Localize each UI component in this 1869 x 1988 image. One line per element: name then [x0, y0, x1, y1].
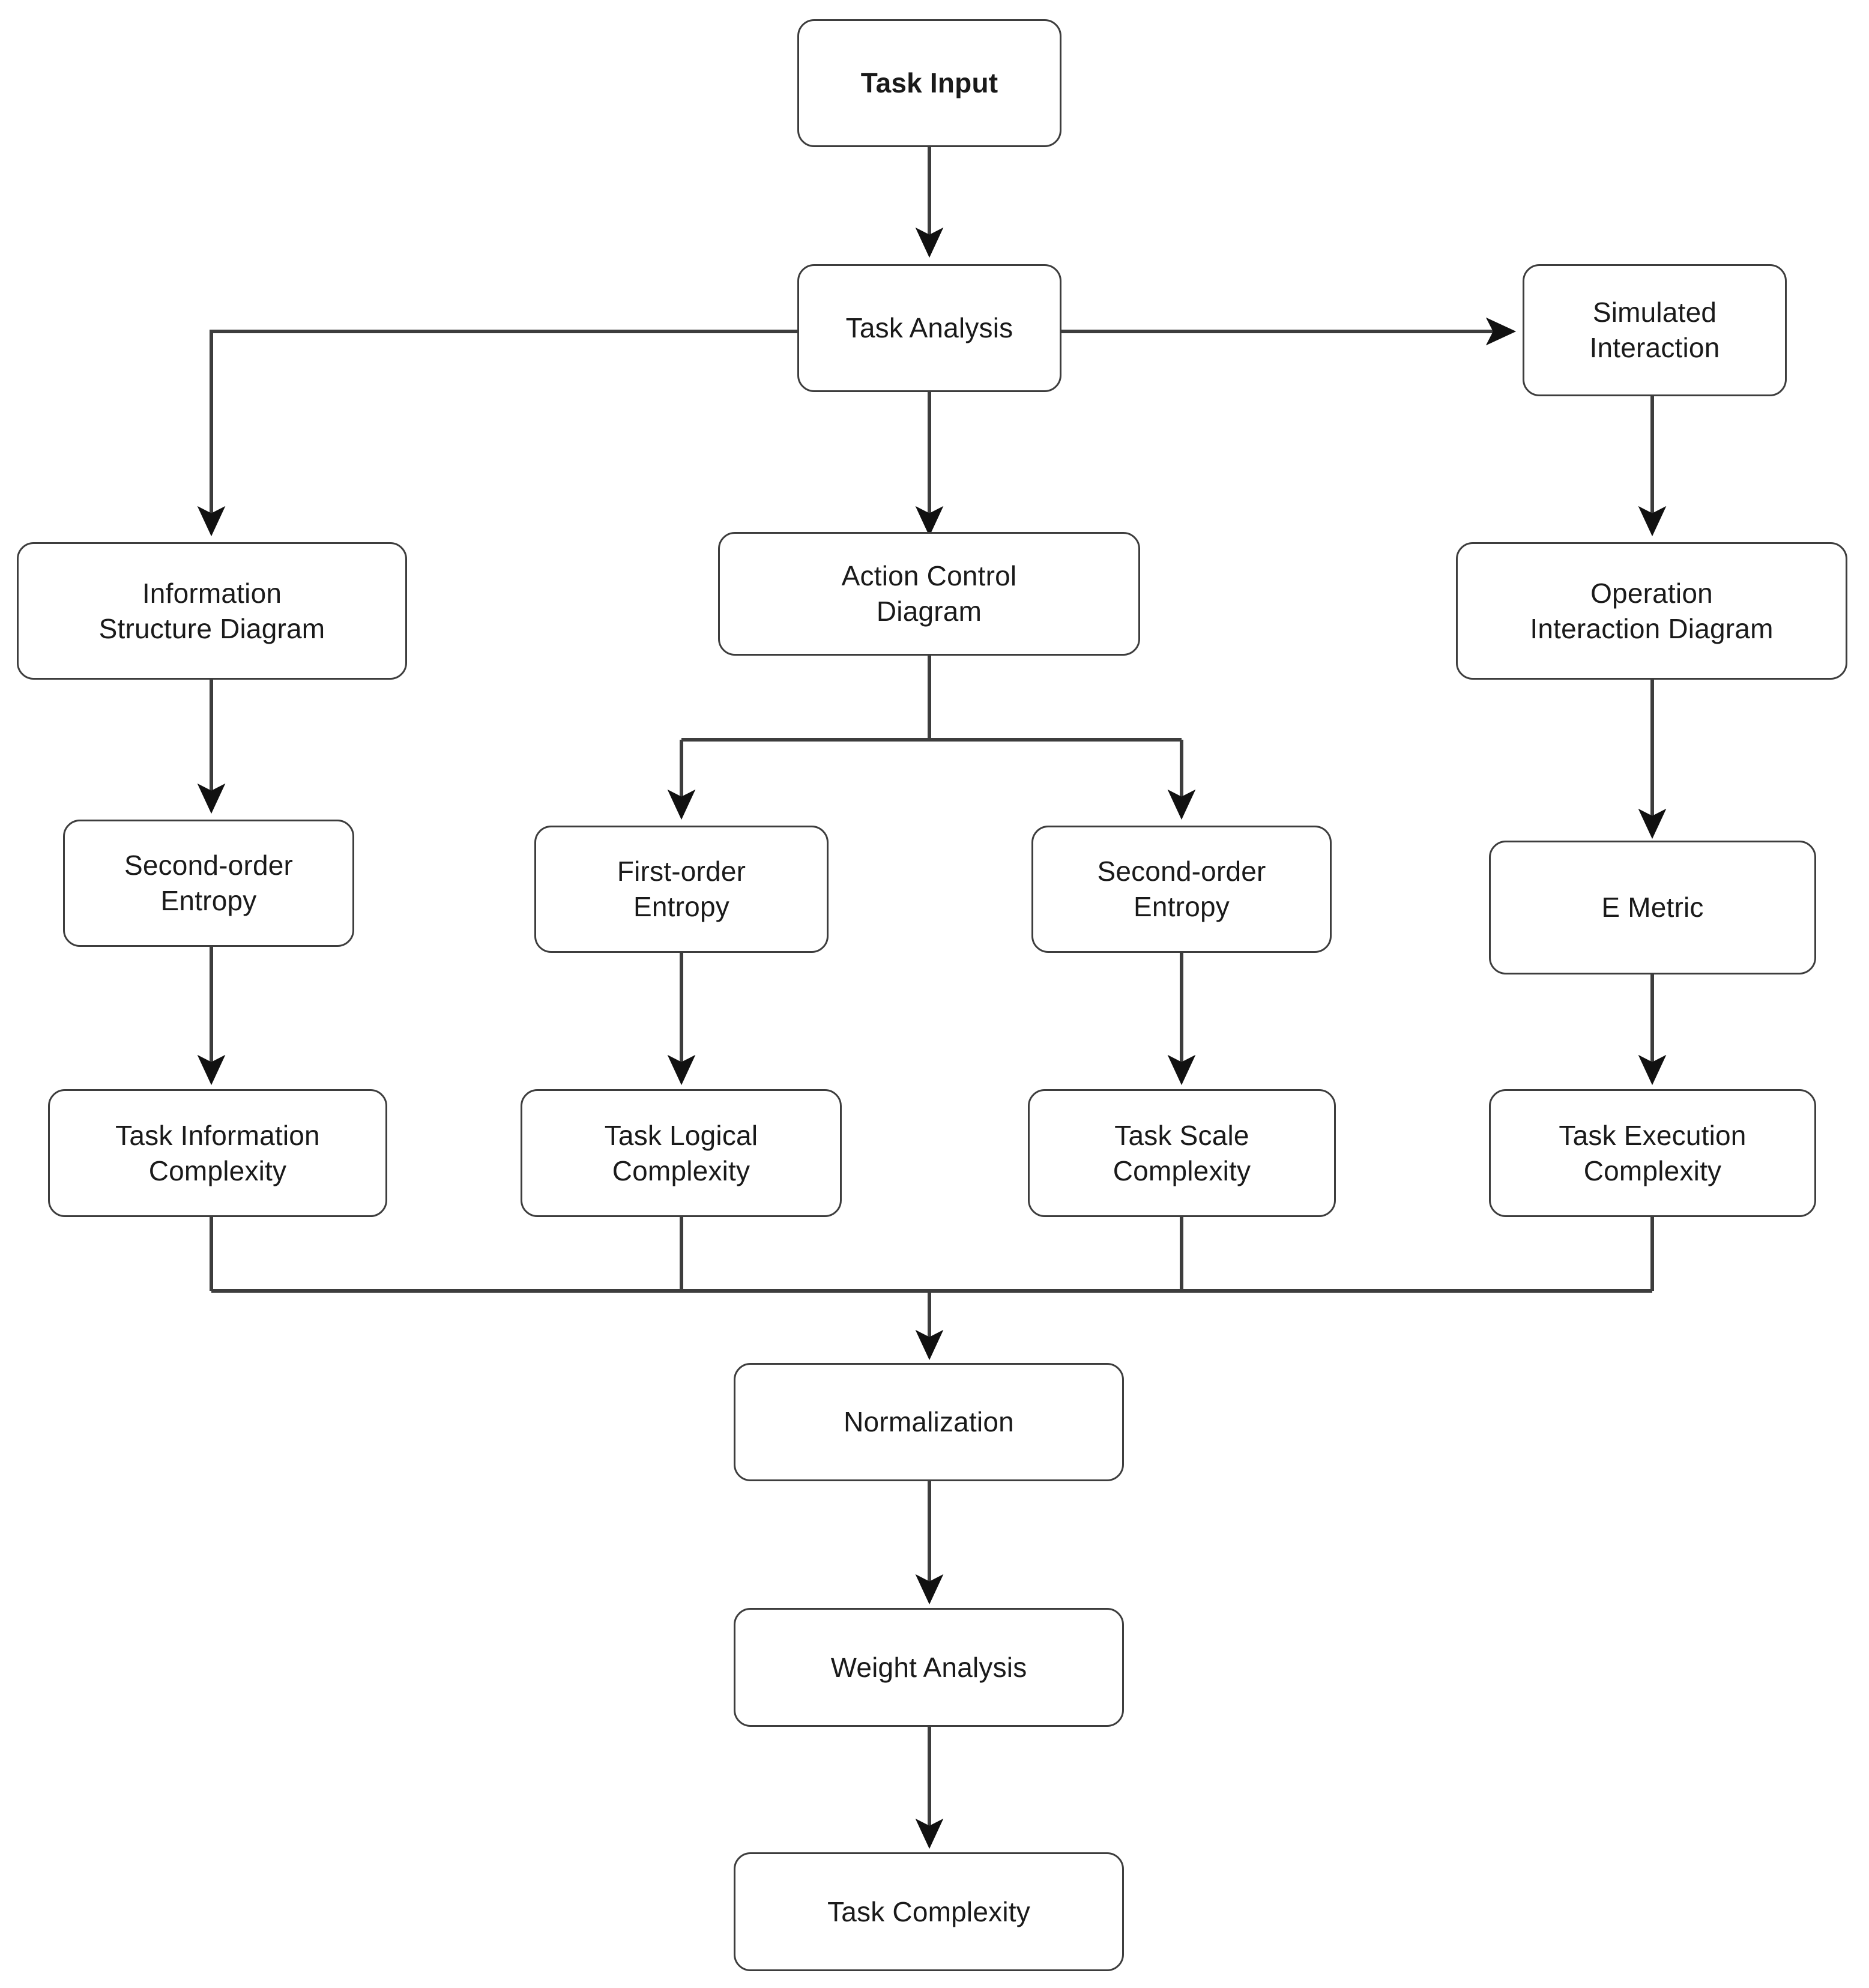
node-normalization[interactable]: Normalization	[734, 1363, 1124, 1481]
node-task-execution-complexity[interactable]: Task Execution Complexity	[1489, 1089, 1816, 1217]
node-operation-interaction-diagram[interactable]: Operation Interaction Diagram	[1456, 542, 1847, 680]
node-task-scale-complexity[interactable]: Task Scale Complexity	[1028, 1089, 1336, 1217]
edge-task-analysis-to-information-structure-diagram	[197, 330, 797, 537]
node-task-input[interactable]: Task Input	[797, 19, 1061, 147]
node-second-order-entropy-mid[interactable]: Second-order Entropy	[1031, 826, 1332, 953]
node-e-metric[interactable]: E Metric	[1489, 841, 1816, 974]
node-task-logical-complexity[interactable]: Task Logical Complexity	[521, 1089, 842, 1217]
node-second-order-entropy-left[interactable]: Second-order Entropy	[63, 820, 354, 947]
node-task-information-complexity[interactable]: Task Information Complexity	[48, 1089, 387, 1217]
node-information-structure-diagram[interactable]: Information Structure Diagram	[17, 542, 407, 680]
node-action-control-diagram[interactable]: Action Control Diagram	[718, 532, 1140, 656]
node-simulated-interaction[interactable]: Simulated Interaction	[1523, 264, 1787, 396]
node-task-analysis[interactable]: Task Analysis	[797, 264, 1061, 392]
node-first-order-entropy[interactable]: First-order Entropy	[534, 826, 829, 953]
node-weight-analysis[interactable]: Weight Analysis	[734, 1608, 1124, 1727]
node-task-complexity[interactable]: Task Complexity	[734, 1852, 1124, 1971]
